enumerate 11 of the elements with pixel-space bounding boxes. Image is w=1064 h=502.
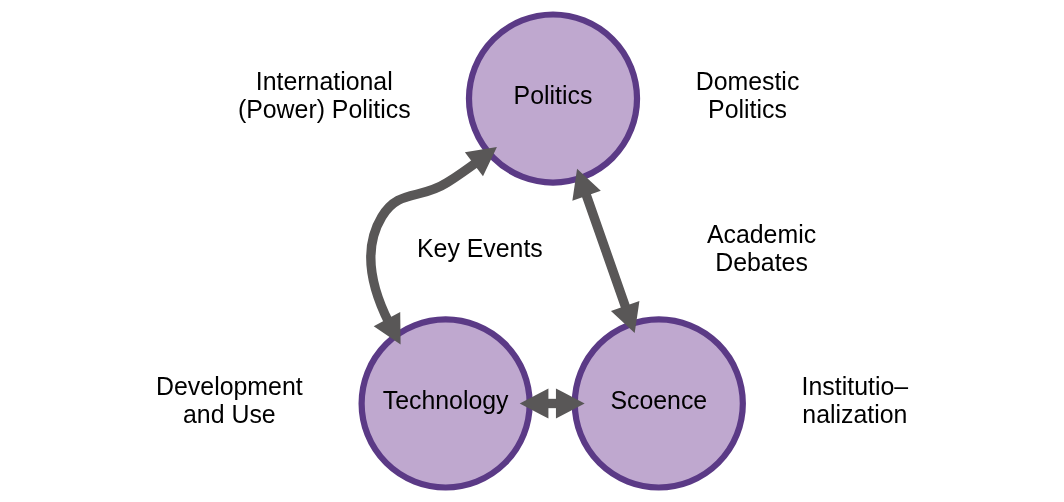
arrow bbox=[572, 168, 640, 334]
node-label: Academic Debates bbox=[706, 219, 817, 276]
node-label: International (Power) Politics bbox=[237, 67, 411, 124]
node-label: Key Events bbox=[416, 233, 543, 262]
node-label: Domestic Politics bbox=[695, 67, 800, 124]
node-circle: Scoence bbox=[571, 316, 746, 491]
node-circle: Technology bbox=[358, 316, 533, 491]
arrow bbox=[366, 146, 497, 345]
node-label: Development and Use bbox=[156, 372, 303, 429]
arrow bbox=[519, 388, 585, 419]
node-label: Institutio– nalization bbox=[801, 372, 909, 429]
